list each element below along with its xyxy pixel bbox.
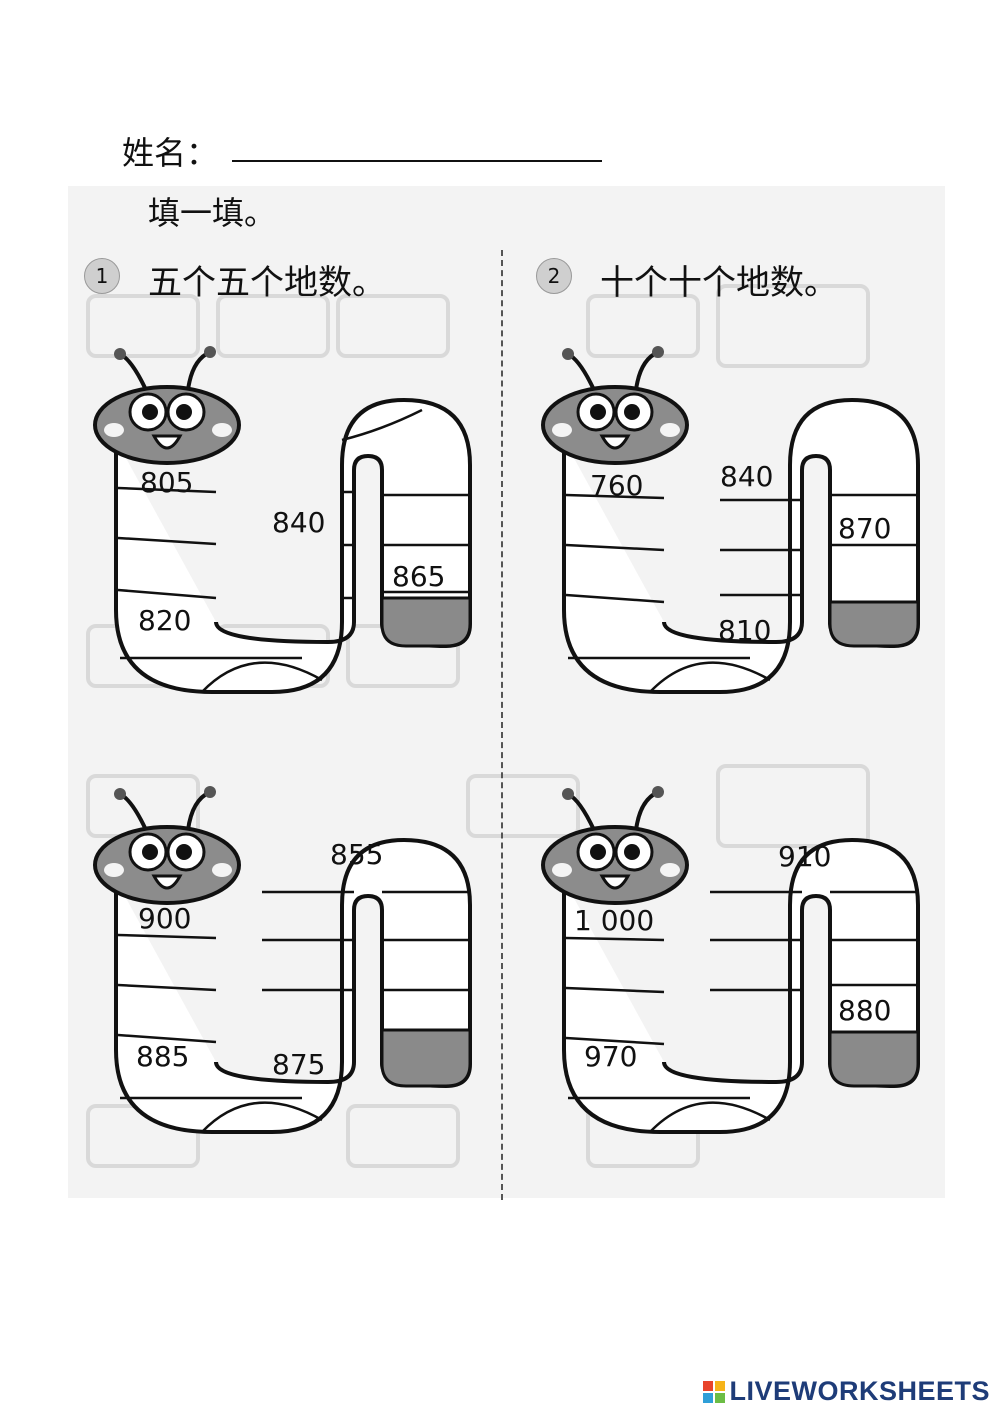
worm-3: 900 855 885 875 [93,786,472,1134]
worm-2: 760 840 870 810 [541,346,920,694]
section-2-number-icon: 2 [536,258,572,294]
section-1-title: 五个五个地数。 [148,263,386,303]
worm-1: 805 840 865 820 [93,346,472,694]
worm-tail [380,596,472,648]
logo-square-blue [703,1392,714,1403]
instruction-text: 填一填。 [148,194,277,232]
worm-2-number-1: 760 [590,469,643,502]
worm-tail [828,1030,920,1088]
logo-square-green [715,1392,726,1403]
worm-1-number-2: 840 [272,506,325,539]
section-2-title: 十个十个地数。 [600,263,838,303]
worm-2-number-4: 810 [718,614,771,647]
section-divider [501,250,503,1200]
worm-4-number-4: 970 [584,1040,637,1073]
liveworksheets-logo-icon [703,1380,726,1403]
worm-2-number-2: 840 [720,460,773,493]
worm-head [541,786,689,905]
worm-1-number-4: 820 [138,604,191,637]
worm-4-number-1: 1 000 [574,904,654,937]
worm-3-number-1: 900 [138,902,191,935]
logo-square-red [703,1380,714,1391]
worm-2-number-3: 870 [838,512,891,545]
worm-4-number-2: 910 [778,840,831,873]
worm-4: 1 000 910 880 970 [541,786,920,1134]
worm-3-number-4: 875 [272,1048,325,1081]
worm-tail [828,600,920,648]
liveworksheets-brand[interactable]: LIVEWORKSHEETS [703,1376,990,1407]
name-label: 姓名： [122,134,219,172]
worm-head [93,346,241,465]
worm-1-number-3: 865 [392,560,445,593]
brand-name: LIVEWORKSHEETS [729,1376,990,1406]
section-1-number-icon: 1 [84,258,120,294]
logo-square-yellow [715,1380,726,1391]
worm-tail [380,1028,472,1088]
worm-3-number-2: 855 [330,838,383,871]
worm-4-number-3: 880 [838,994,891,1027]
worm-head [93,786,241,905]
worm-1-number-1: 805 [140,466,193,499]
worm-3-number-3: 885 [136,1040,189,1073]
worm-head [541,346,689,465]
name-answer-line[interactable] [232,160,602,162]
